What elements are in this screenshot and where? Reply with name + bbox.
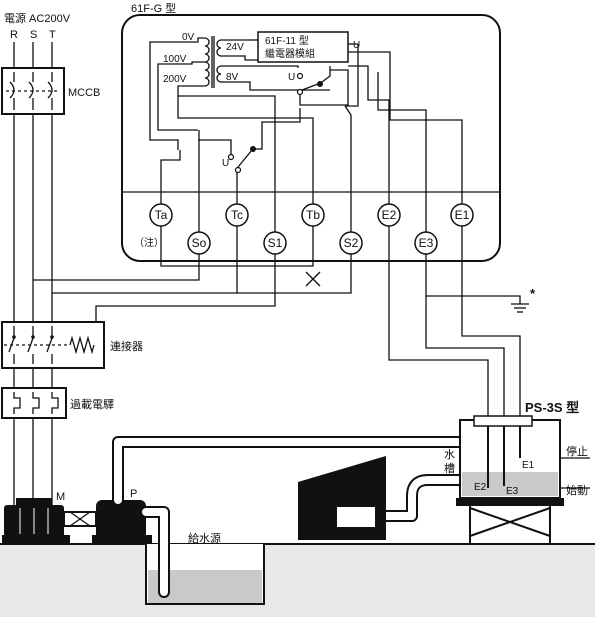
contactor: 連接器 bbox=[1, 321, 143, 369]
piping bbox=[112, 436, 476, 598]
svg-text:S1: S1 bbox=[268, 236, 283, 250]
mccb-label: MCCB bbox=[68, 87, 100, 99]
relay-module: 61F-11 型 繼電器模組 U bbox=[250, 31, 360, 63]
overload-box bbox=[1, 387, 67, 419]
secondary-coil-24v bbox=[216, 39, 222, 57]
overload-label: 過載電驛 bbox=[70, 398, 114, 411]
earth-surface bbox=[0, 543, 595, 617]
electrode-label-e1: E1 bbox=[522, 460, 535, 471]
terminal-so[interactable]: So bbox=[187, 231, 211, 255]
svg-text:E1: E1 bbox=[455, 208, 470, 222]
pump-label: P bbox=[130, 488, 137, 500]
water-tank: E1 E2 E3 水 槽 停止 始動 PS-3S 型 bbox=[444, 400, 590, 544]
pump: P bbox=[92, 488, 152, 543]
start-level-label: 始動 bbox=[566, 483, 588, 497]
terminal-e2[interactable]: E2 bbox=[377, 203, 401, 227]
phase-r: R bbox=[10, 29, 18, 41]
supply-wiring bbox=[33, 226, 352, 330]
coupling bbox=[63, 511, 97, 527]
terminal-e3[interactable]: E3 bbox=[414, 231, 438, 255]
tank-water bbox=[462, 472, 558, 496]
relay-module-u-mark: U bbox=[353, 40, 360, 51]
relay-switch-right: U bbox=[288, 44, 359, 107]
tank-label-char1: 水 bbox=[444, 448, 455, 461]
phase-s: S bbox=[30, 29, 37, 41]
terminal-s1[interactable]: S1 bbox=[263, 231, 287, 255]
svg-text:Tc: Tc bbox=[231, 208, 243, 222]
sensor-model-label: PS-3S 型 bbox=[525, 400, 579, 415]
power-supply: 電源 AC200V R S T bbox=[4, 11, 71, 510]
switch-mark-center: U bbox=[222, 158, 229, 169]
relay-module-model: 61F-11 型 bbox=[265, 34, 309, 47]
terminal-tc[interactable]: Tc bbox=[225, 203, 249, 227]
svg-text:S2: S2 bbox=[344, 236, 359, 250]
svg-text:Tb: Tb bbox=[306, 208, 320, 222]
controller-housing bbox=[121, 14, 501, 262]
phase-t: T bbox=[49, 29, 56, 41]
svg-text:E2: E2 bbox=[382, 208, 397, 222]
terminal-ta[interactable]: Ta bbox=[149, 203, 173, 227]
tap-label-100v: 100V bbox=[163, 54, 187, 65]
consumer-building bbox=[298, 456, 386, 540]
electrode-label-e3: E3 bbox=[506, 486, 519, 497]
relay-module-name: 繼電器模組 bbox=[265, 47, 315, 60]
tap-label-0v: 0V bbox=[182, 32, 195, 43]
secondary-coil-8v bbox=[216, 65, 222, 83]
terminal-s2[interactable]: S2 bbox=[339, 231, 363, 255]
mccb: MCCB bbox=[1, 67, 100, 115]
ground: * bbox=[425, 254, 536, 313]
relay-switch-center: U bbox=[198, 108, 301, 174]
internal-terminal-wiring bbox=[160, 51, 463, 232]
water-source-label: 給水源 bbox=[188, 531, 221, 545]
terminal-note: （注） bbox=[134, 236, 164, 249]
output-label-8v: 8V bbox=[226, 72, 239, 83]
output-label-24v: 24V bbox=[226, 42, 244, 53]
controller-unit: 61F-G 型 bbox=[121, 1, 501, 262]
svg-text:So: So bbox=[192, 236, 207, 250]
terminal-e1[interactable]: E1 bbox=[450, 203, 474, 227]
relay-module-box bbox=[257, 31, 349, 63]
svg-text:E3: E3 bbox=[419, 236, 434, 250]
contactor-label: 連接器 bbox=[110, 339, 143, 353]
stop-level-label: 停止 bbox=[566, 444, 588, 458]
power-label: 電源 AC200V bbox=[4, 11, 71, 25]
electrode-wiring bbox=[388, 226, 521, 416]
valve bbox=[335, 505, 377, 529]
tank-label-char2: 槽 bbox=[444, 462, 455, 475]
overload-relay: 過載電驛 bbox=[1, 387, 114, 419]
terminal-tb[interactable]: Tb bbox=[301, 203, 325, 227]
sensor-holder bbox=[473, 415, 533, 427]
pump-body bbox=[96, 500, 146, 540]
svg-text:Ta: Ta bbox=[155, 208, 168, 222]
controller-model-label: 61F-G 型 bbox=[131, 1, 176, 15]
motor-label: M bbox=[56, 491, 65, 503]
motor: M bbox=[2, 491, 70, 543]
electrode-label-e2: E2 bbox=[474, 482, 487, 493]
ground-mark: * bbox=[530, 286, 536, 301]
switch-mark-right: U bbox=[288, 72, 295, 83]
contactor-coil bbox=[69, 335, 95, 355]
tap-label-200v: 200V bbox=[163, 74, 187, 85]
transformer: 0V 100V 200V 24V 8V bbox=[149, 32, 330, 150]
